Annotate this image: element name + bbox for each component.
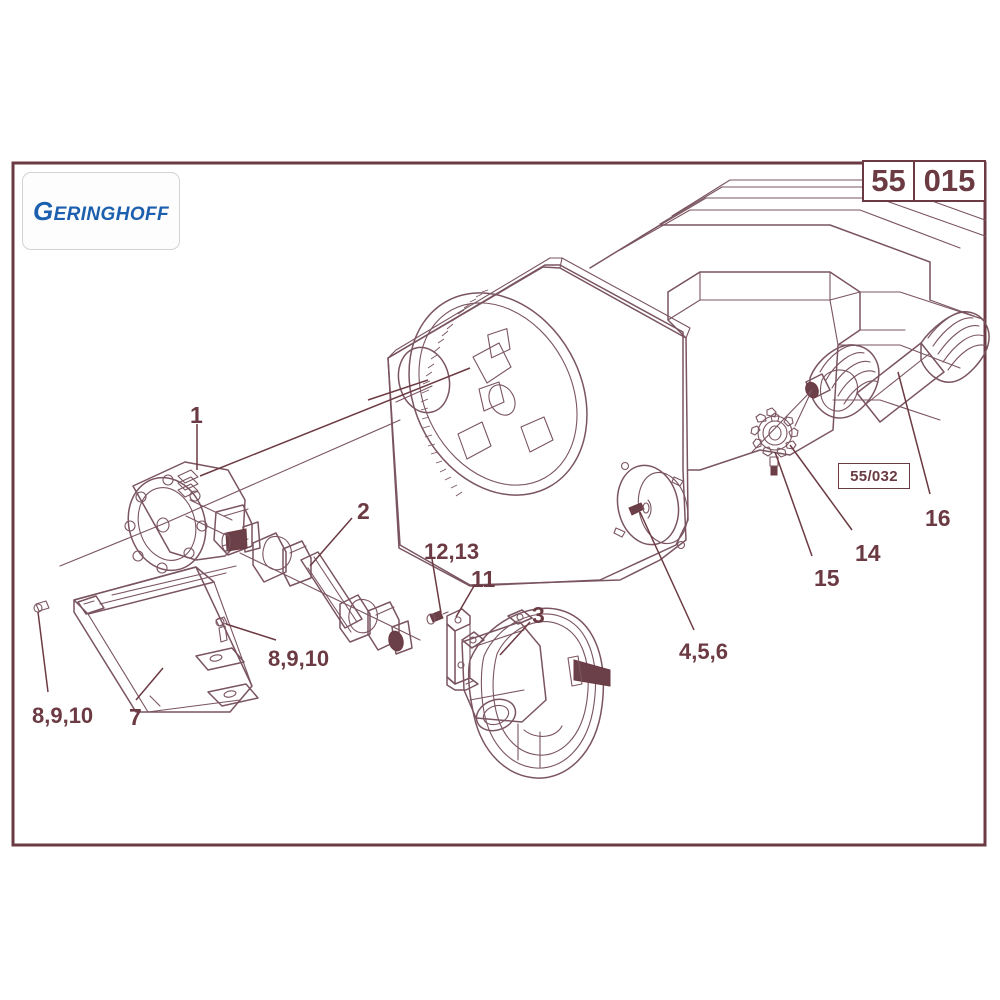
guard-bolt-left — [33, 600, 50, 613]
angle-gearbox — [59, 419, 401, 574]
brand-rest: ERINGHOFF — [53, 203, 170, 225]
callout-bolt-washer-nut-set: 8,9,10 — [32, 703, 94, 728]
gearbox-plug — [177, 469, 199, 498]
callout-sheet-metal-guard: 7 — [129, 704, 142, 730]
callout-shaft-mount-hardware: 4,5,6 — [679, 639, 728, 664]
brand-logo-box: GERINGHOFF — [22, 172, 180, 250]
universal-joint-driveshaft — [239, 532, 421, 655]
mounting-bracket — [446, 608, 479, 691]
sprocket-gear — [750, 407, 799, 458]
retaining-pin — [426, 610, 449, 625]
toothed-drive-pulley — [408, 289, 588, 497]
callout-pin-and-clip: 12,13 — [424, 539, 480, 564]
bracket-and-pin-assembly — [426, 608, 479, 691]
sheet-metal-guard — [33, 565, 259, 713]
sprocket-pin — [770, 465, 778, 476]
u-joint-front — [252, 532, 312, 587]
guard-tab-upper — [195, 647, 245, 671]
cross-reference-box[interactable]: 55/032 — [838, 463, 910, 489]
callout-pto-driveshaft: 16 — [925, 505, 951, 531]
housing-bore-left — [397, 346, 451, 414]
section-code: 55 — [862, 160, 914, 202]
main-gearbox-housing — [387, 179, 986, 587]
page-code: 015 — [914, 160, 986, 202]
bell-housing-shield — [461, 607, 611, 779]
brand-initial: G — [32, 195, 54, 226]
page-border — [11, 161, 987, 847]
callout-bell-housing-shield: 3 — [532, 602, 545, 628]
guard-tab-lower — [207, 683, 259, 707]
callout-bolt-washer-nut-set: 8,9,10 — [268, 646, 330, 671]
gearbox-flange — [124, 474, 208, 574]
callout-shaft-coupler: 14 — [855, 540, 881, 566]
housing-bore-lower-right — [613, 461, 689, 550]
leader-lines — [37, 367, 931, 701]
callout-angle-gearbox: 1 — [190, 402, 203, 428]
callout-bracket: 11 — [471, 566, 496, 592]
brand-logo-text: GERINGHOFF — [33, 196, 169, 227]
sprocket-assembly — [750, 389, 813, 476]
callout-universal-joint-driveshaft: 2 — [357, 498, 370, 524]
sheet-code-header: 55 015 — [862, 160, 986, 202]
guard-bolt-right — [215, 616, 228, 643]
output-shaft-stub — [573, 659, 611, 687]
gearbox-output-spline — [221, 521, 261, 553]
splined-end-right — [920, 311, 990, 383]
callout-sprocket: 15 — [814, 565, 840, 591]
